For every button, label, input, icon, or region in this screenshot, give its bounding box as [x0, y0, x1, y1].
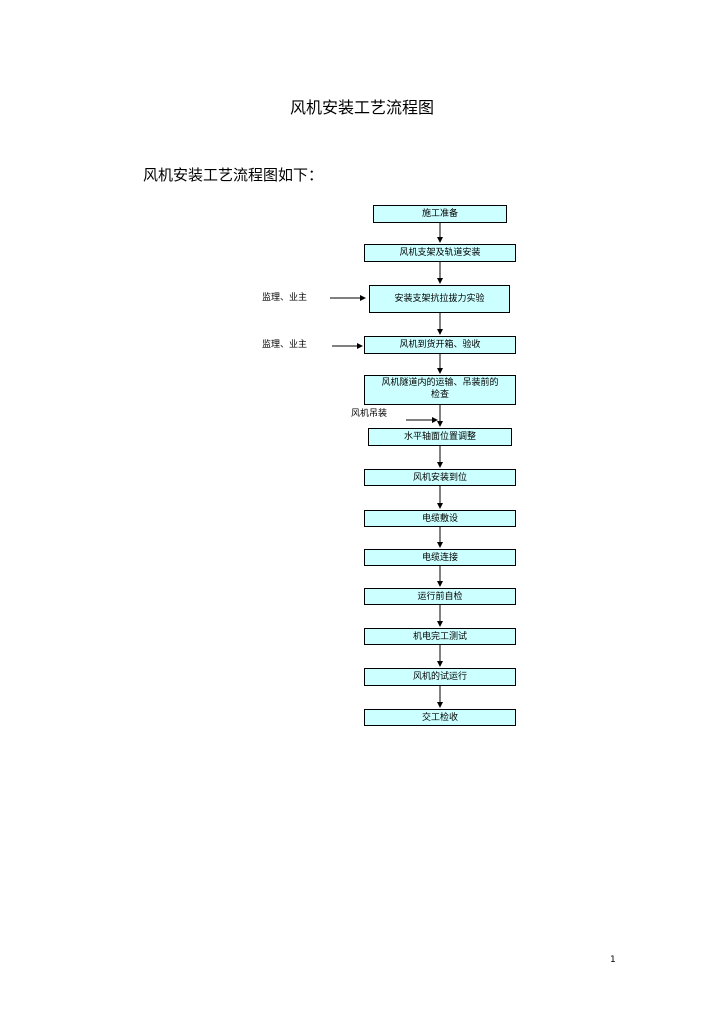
step-box: 电缆敷设 [364, 510, 516, 527]
step-box: 风机支架及轨道安装 [364, 244, 516, 262]
step-box: 风机安装到位 [364, 469, 516, 486]
side-note: 监理、业主 [262, 340, 308, 350]
step-box: 风机隧道内的运输、吊装前的检查 [364, 375, 516, 405]
intro-text: 风机安装工艺流程图如下： [143, 166, 324, 184]
step-box: 风机的试运行 [364, 668, 516, 686]
step-box: 机电完工测试 [364, 628, 516, 645]
step-box: 运行前自检 [364, 588, 516, 605]
page-number: 1 [610, 955, 616, 965]
side-note: 监理、业主 [262, 293, 308, 303]
step-box: 安装支架抗拉拔力实验 [369, 285, 510, 313]
step-box: 风机到货开箱、验收 [364, 336, 516, 354]
document-title: 风机安装工艺流程图 [289, 98, 434, 117]
step-box: 电缆连接 [364, 549, 516, 566]
step-box: 施工准备 [373, 205, 507, 223]
step-box: 水平轴面位置调整 [368, 428, 512, 446]
side-note: 风机吊装 [351, 409, 388, 419]
step-box: 交工检收 [364, 709, 516, 726]
